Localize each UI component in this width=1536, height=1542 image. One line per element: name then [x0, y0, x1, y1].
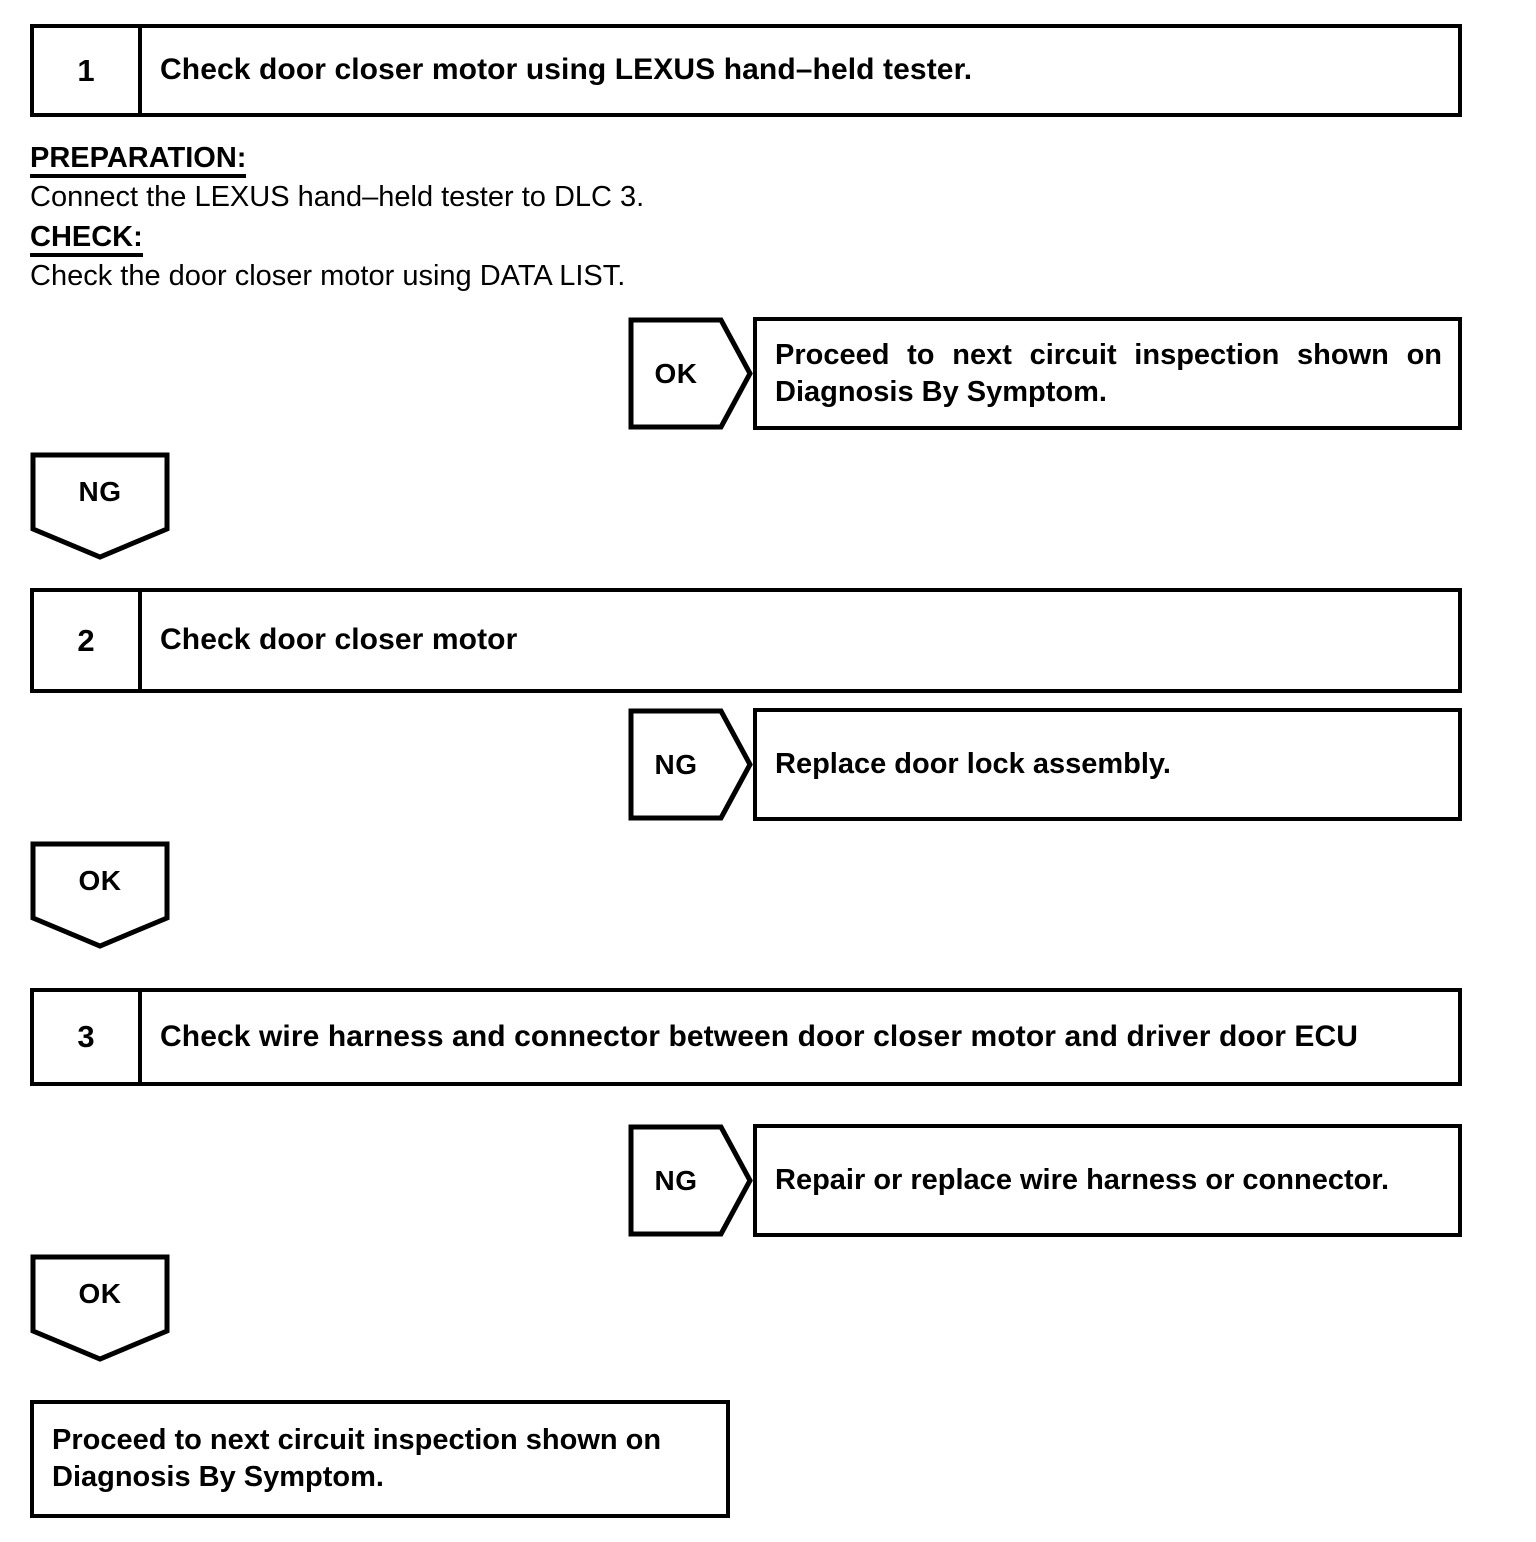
arrow-ok-step1: OK — [628, 317, 753, 430]
arrow-ng-step2: NG — [628, 708, 753, 821]
arrow-down-icon — [30, 841, 170, 949]
arrow-down-icon — [30, 1254, 170, 1362]
check-section: CHECK: Check the door closer motor using… — [30, 221, 930, 294]
arrow-ok-step3: OK — [30, 1254, 170, 1362]
arrow-right-icon — [628, 708, 753, 821]
result-line-1: Proceed to next circuit inspection shown… — [775, 338, 1442, 371]
result-box-step3-ng: Repair or replace wire harness or connec… — [753, 1124, 1462, 1237]
result-box-step1-ok: Proceed to next circuit inspection shown… — [753, 317, 1462, 430]
arrow-ok-step1-label: OK — [654, 357, 698, 389]
step-number-3: 3 — [34, 992, 142, 1082]
arrow-ng-step3-label: NG — [654, 1164, 698, 1196]
final-line-2: Diagnosis By Symptom. — [52, 1461, 384, 1493]
step-title-1: Check door closer motor using LEXUS hand… — [160, 53, 973, 87]
result-box-final-text: Proceed to next circuit inspection shown… — [34, 1422, 726, 1496]
final-line-1: Proceed to next circuit inspection shown… — [52, 1424, 662, 1457]
result-line-2: Diagnosis By Symptom. — [775, 375, 1107, 408]
arrow-ng-step2-label: NG — [654, 748, 698, 780]
step-box-1: 1 Check door closer motor using LEXUS ha… — [30, 24, 1462, 117]
arrow-ok-step3-label: OK — [78, 1278, 122, 1309]
result-box-step2-ng-text: Replace door lock assembly. — [775, 748, 1171, 781]
step-number-2: 2 — [34, 592, 142, 689]
preparation-heading: PREPARATION: — [30, 142, 247, 179]
step-box-2: 2 Check door closer motor — [30, 588, 1462, 693]
arrow-ng-step3: NG — [628, 1124, 753, 1237]
instruction-text-block: PREPARATION: Connect the LEXUS hand–held… — [30, 142, 930, 299]
arrow-ng-step1-label: NG — [78, 476, 122, 507]
result-box-step2-ng: Replace door lock assembly. — [753, 708, 1462, 821]
arrow-down-icon — [30, 452, 170, 560]
preparation-body: Connect the LEXUS hand–held tester to DL… — [30, 181, 645, 214]
preparation-section: PREPARATION: Connect the LEXUS hand–held… — [30, 142, 930, 215]
step-box-3: 3 Check wire harness and connector betwe… — [30, 988, 1462, 1086]
arrow-ok-step2-label: OK — [78, 865, 122, 896]
check-body: Check the door closer motor using DATA L… — [30, 260, 626, 293]
arrow-ok-step2: OK — [30, 841, 170, 949]
arrow-ng-step1: NG — [30, 452, 170, 560]
step-title-2: Check door closer motor — [160, 623, 518, 657]
arrow-right-icon — [628, 317, 753, 430]
check-heading: CHECK: — [30, 221, 143, 258]
step-number-1: 1 — [34, 28, 142, 113]
result-box-step3-ng-text: Repair or replace wire harness or connec… — [775, 1164, 1390, 1197]
result-box-final: Proceed to next circuit inspection shown… — [30, 1400, 730, 1518]
step-title-3: Check wire harness and connector between… — [160, 1019, 1359, 1053]
arrow-right-icon — [628, 1124, 753, 1237]
result-box-step1-ok-text: Proceed to next circuit inspection shown… — [757, 337, 1458, 411]
